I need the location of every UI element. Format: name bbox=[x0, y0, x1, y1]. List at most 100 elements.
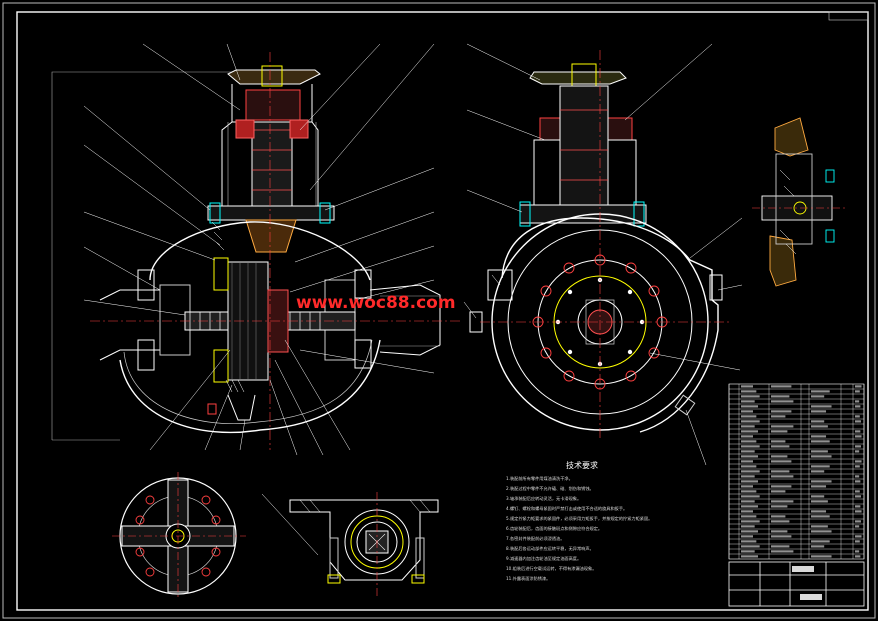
parts-list-cell-text bbox=[771, 425, 794, 428]
parts-list-cell-text bbox=[741, 475, 755, 478]
leader-bottom-center bbox=[261, 493, 319, 556]
parts-list-cell-text bbox=[771, 415, 786, 418]
parts-list-cell-text bbox=[741, 390, 757, 393]
parts-list-cell-text bbox=[741, 485, 753, 488]
parts-list-cell-text bbox=[855, 450, 860, 453]
parts-list-cell-text bbox=[811, 395, 825, 398]
parts-list-cell-text bbox=[741, 400, 755, 403]
parts-list-cell-text bbox=[811, 455, 832, 458]
parts-list-cell-text bbox=[771, 460, 792, 463]
parts-list-cell-text bbox=[855, 400, 860, 403]
parts-list-cell-text bbox=[771, 445, 790, 448]
parts-list-cell-text bbox=[855, 505, 861, 508]
tech-requirement-line: 9.减速器内加注齿轮油至规定油面高度。 bbox=[506, 555, 581, 562]
parts-list-cell-text bbox=[741, 505, 758, 508]
parts-list-cell-text bbox=[811, 555, 832, 558]
parts-list-cell-text bbox=[741, 415, 757, 418]
parts-list-cell-text bbox=[741, 520, 760, 523]
parts-list-cell-text bbox=[741, 460, 753, 463]
parts-list-cell-text bbox=[855, 555, 861, 558]
parts-list-cell-text bbox=[811, 525, 828, 528]
tech-requirement-line: 6.齿轮装配后，齿面的接触斑点和侧隙应符合规定。 bbox=[506, 525, 602, 532]
parts-list-cell-text bbox=[811, 510, 827, 513]
parts-list-cell-text bbox=[771, 530, 788, 533]
parts-list-cell-text bbox=[811, 500, 828, 503]
parts-list-cell-text bbox=[741, 470, 760, 473]
parts-list-cell-text bbox=[771, 515, 786, 518]
centerlines-side bbox=[480, 50, 730, 440]
parts-list-cell-text bbox=[855, 385, 862, 388]
parts-list-cell-text bbox=[855, 535, 862, 538]
parts-list-cell-text bbox=[811, 480, 832, 483]
parts-list-cell-text bbox=[741, 500, 755, 503]
tech-requirement-line: 2.装配过程中零件不允许磕、碰、划伤和锈蚀。 bbox=[506, 485, 594, 492]
tech-requirement-line: 4.螺钉、螺栓和螺母紧固时严禁打击或使用不合适的旋具和扳手。 bbox=[506, 505, 627, 512]
parts-list-cell-text bbox=[811, 390, 830, 393]
parts-list-table bbox=[728, 383, 865, 560]
leaders-main bbox=[83, 43, 435, 456]
parts-list-cell-text bbox=[855, 435, 862, 438]
inner-frame bbox=[16, 11, 869, 611]
side-view bbox=[469, 63, 723, 433]
parts-list-cell-text bbox=[811, 435, 827, 438]
parts-list-cell-text bbox=[855, 415, 860, 418]
section-view-bottom-center bbox=[289, 499, 439, 584]
parts-list-cell-text bbox=[771, 395, 790, 398]
parts-list-cell-text bbox=[771, 505, 788, 508]
parts-list-cell-text bbox=[811, 450, 828, 453]
parts-list-cell-text bbox=[771, 400, 794, 403]
parts-list-cell-text bbox=[741, 510, 753, 513]
parts-list-cell-text bbox=[811, 540, 830, 543]
parts-list-cell-text bbox=[771, 535, 792, 538]
parts-list-cell-text bbox=[771, 410, 792, 413]
parts-list-cell-text bbox=[811, 515, 830, 518]
parts-list-cell-text bbox=[855, 465, 860, 468]
tech-requirements-title: 技术要求 bbox=[566, 460, 598, 470]
parts-list-cell-text bbox=[811, 440, 830, 443]
tech-requirement-line: 3.轴承装配后应转动灵活，无卡滞现象。 bbox=[506, 495, 581, 502]
leaders-side bbox=[463, 43, 743, 466]
parts-list-cell-text bbox=[771, 545, 790, 548]
parts-list-cell-text bbox=[771, 485, 792, 488]
parts-list-cell-text bbox=[741, 405, 758, 408]
parts-list-cell-text bbox=[741, 440, 757, 443]
parts-list-cell-text bbox=[855, 540, 860, 543]
parts-list-cell-text bbox=[771, 490, 786, 493]
tech-requirement-line: 7.各密封件装配前必须浸透油。 bbox=[506, 535, 564, 542]
centerlines-bottom-left bbox=[112, 472, 246, 600]
tech-requirement-line: 11.外露表面涂防锈漆。 bbox=[506, 575, 550, 582]
parts-list-cell-text bbox=[741, 450, 755, 453]
parts-list-cell-text bbox=[855, 510, 862, 513]
parts-list-cell-text bbox=[741, 410, 753, 413]
parts-list-cell-text bbox=[855, 490, 860, 493]
parts-list-cell-text bbox=[855, 460, 862, 463]
parts-list-cell-text bbox=[741, 555, 758, 558]
parts-list-cell-text bbox=[771, 440, 786, 443]
parts-list-cell-text bbox=[855, 520, 861, 523]
detail-view-gear bbox=[761, 117, 835, 287]
parts-list-cell-text bbox=[811, 465, 830, 468]
parts-list-cell-text bbox=[741, 550, 755, 553]
parts-list-cell-text bbox=[771, 475, 794, 478]
corner-tag bbox=[828, 11, 869, 21]
parts-list-cell-text bbox=[771, 430, 788, 433]
parts-list-cell-text bbox=[741, 515, 757, 518]
parts-list-cell-text bbox=[771, 470, 790, 473]
bottom-left-bolts bbox=[135, 495, 221, 577]
parts-list-cell-text bbox=[741, 490, 757, 493]
tech-requirement-line: 1.装配前所有零件用煤油清洗干净。 bbox=[506, 475, 573, 482]
parts-list-cell-text bbox=[811, 485, 827, 488]
main-section-view bbox=[51, 65, 441, 441]
parts-list-cell-text bbox=[741, 480, 758, 483]
parts-list-cell-text bbox=[811, 530, 832, 533]
parts-list-cell-text bbox=[741, 430, 758, 433]
parts-list-cell-text bbox=[855, 495, 861, 498]
parts-list-cell-text bbox=[771, 550, 794, 553]
parts-list-cell-text bbox=[855, 430, 861, 433]
tech-requirement-line: 5.规定拧紧力矩要求的紧固件，必须采用力矩扳手，并按规定的拧紧力矩紧固。 bbox=[506, 515, 652, 522]
parts-list-cell-text bbox=[771, 500, 794, 503]
tech-requirements-list: 1.装配前所有零件用煤油清洗干净。 2.装配过程中零件不允许磕、碰、划伤和锈蚀。 3… bbox=[506, 475, 652, 582]
parts-list-cell-text bbox=[741, 445, 760, 448]
tech-requirement-line: 10.组装后进行空载试运转，不得有渗漏油现象。 bbox=[506, 565, 596, 572]
